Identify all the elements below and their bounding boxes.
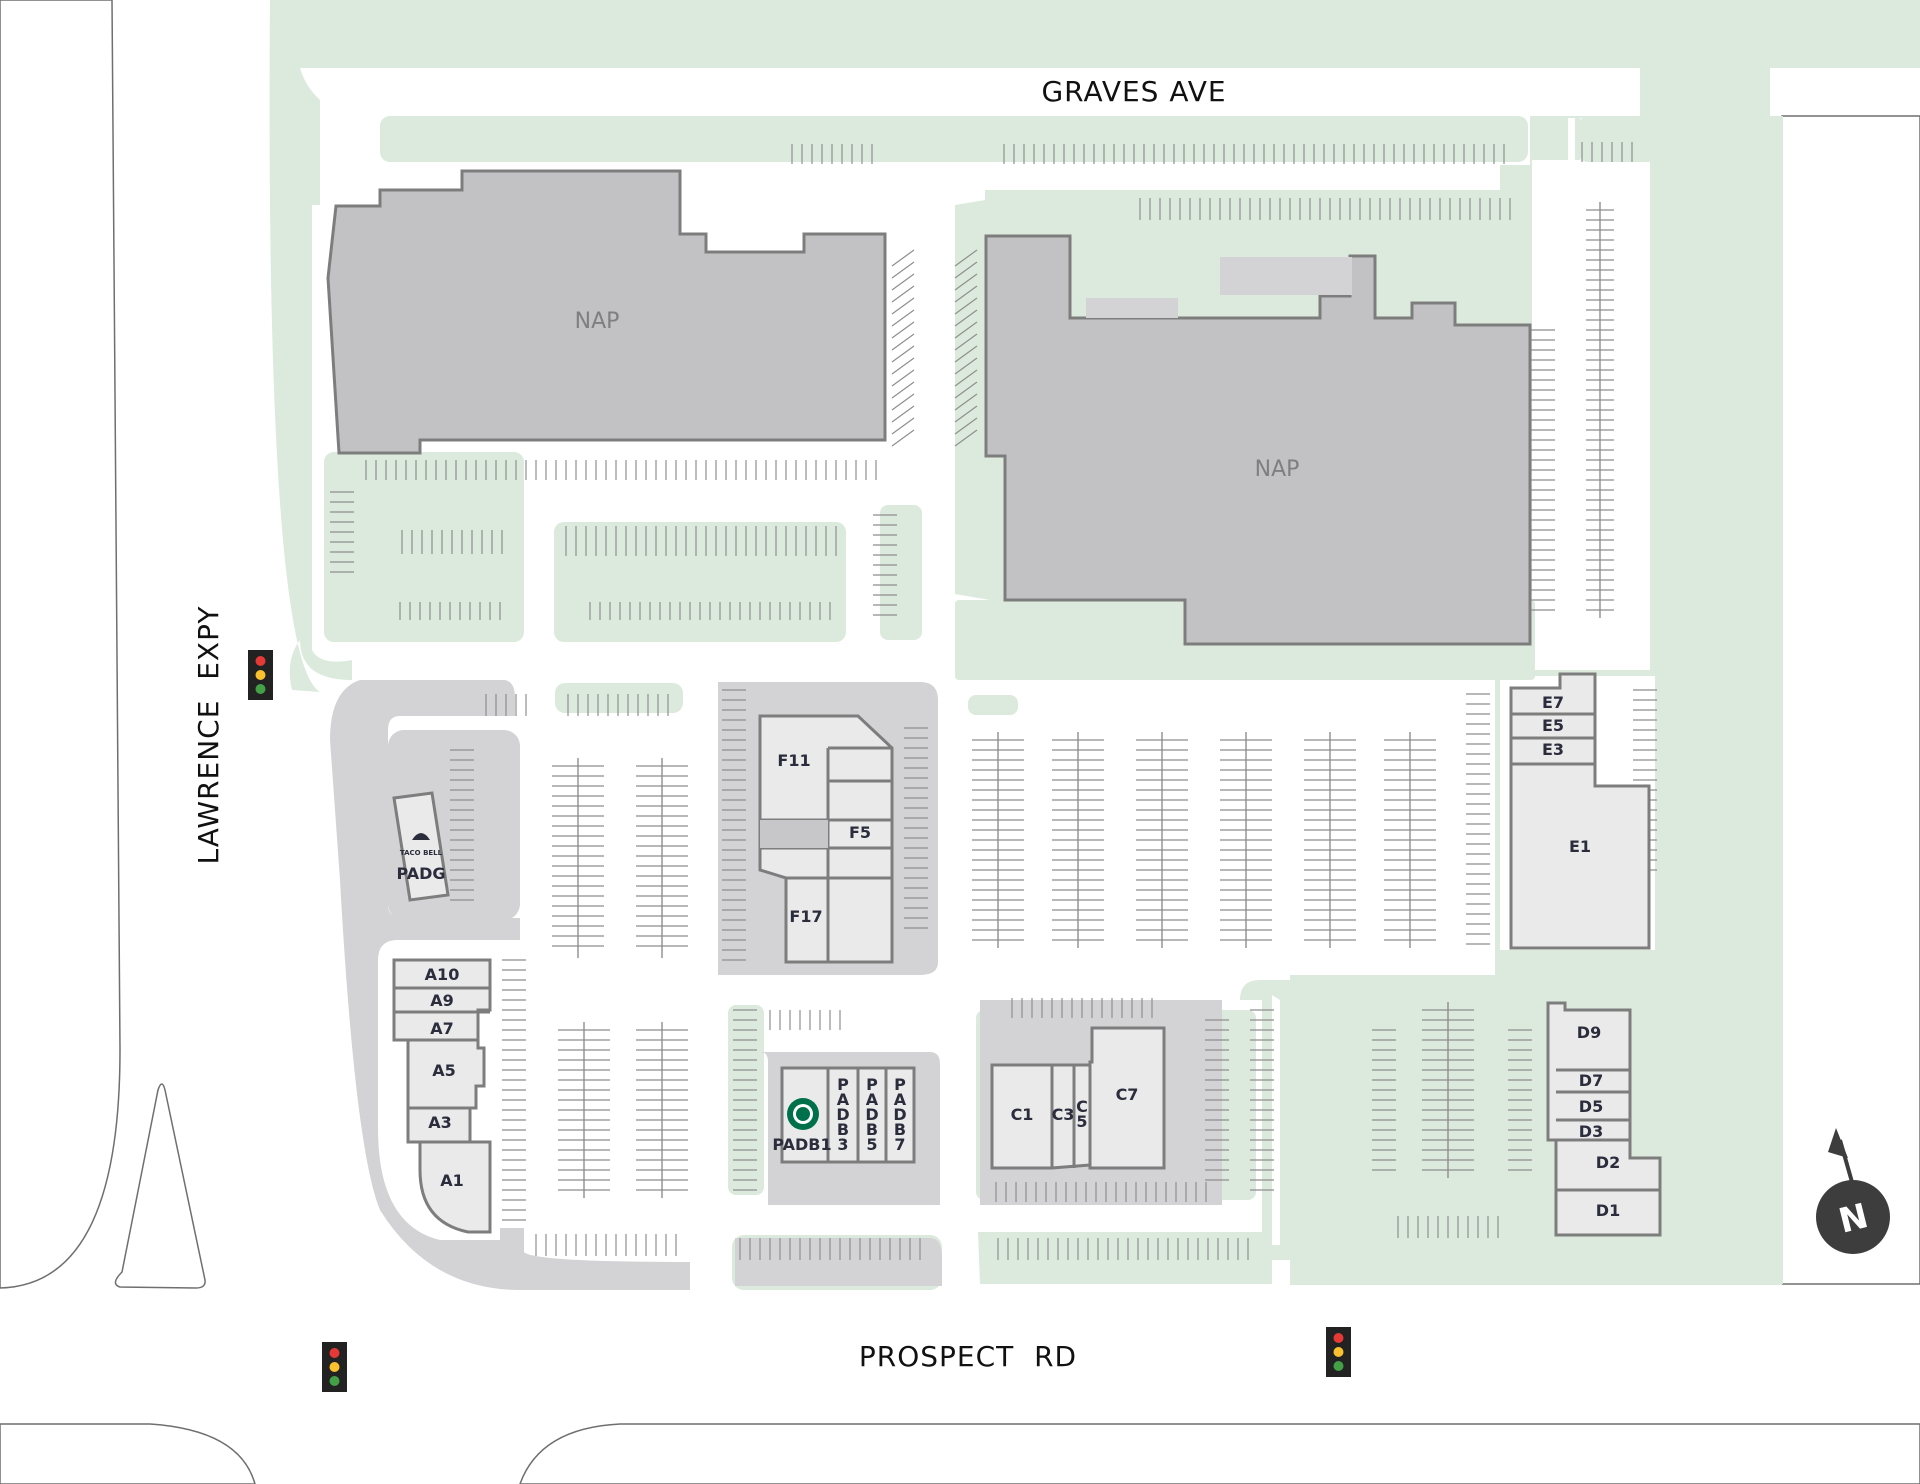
- unit-d1: D1: [1596, 1201, 1620, 1220]
- unit-c3: C3: [1052, 1105, 1075, 1124]
- building-d: D9 D7 D5 D3 D2 D1: [1546, 1001, 1662, 1237]
- unit-padg: PADG: [396, 864, 445, 883]
- unit-c1: C1: [1011, 1105, 1034, 1124]
- pad-g: TACO BELL PADG: [392, 791, 450, 902]
- building-f: F11 F5 F17: [758, 714, 894, 964]
- street-lawrence-expy: LAWRENCE EXPY: [192, 606, 225, 865]
- traffic-light-icon: [1326, 1327, 1351, 1377]
- parking-stalls: [330, 142, 1657, 1260]
- street-graves-ave: GRAVES AVE: [1041, 75, 1226, 108]
- unit-a3: A3: [428, 1113, 452, 1132]
- unit-a5: A5: [432, 1061, 456, 1080]
- unit-a10: A10: [425, 965, 460, 984]
- unit-c7: C7: [1116, 1085, 1139, 1104]
- unit-e7: E7: [1542, 693, 1564, 712]
- building-a: A10 A9 A7 A5 A3 A1: [392, 958, 492, 1234]
- unit-f5: F5: [849, 823, 871, 842]
- unit-a1: A1: [440, 1171, 464, 1190]
- loading-area: [1086, 298, 1178, 318]
- building-e: E7 E5 E3 E1: [1509, 672, 1651, 950]
- anchor-building-right: [984, 234, 1532, 646]
- traffic-light-icon: [322, 1342, 347, 1392]
- anchor-building-left: [326, 169, 887, 455]
- taco-bell-logo-icon: TACO BELL: [400, 833, 443, 857]
- starbucks-logo-icon: [787, 1098, 819, 1130]
- street-prospect-rd: PROSPECT RD: [859, 1340, 1077, 1373]
- unit-d2: D2: [1596, 1153, 1620, 1172]
- unit-a9: A9: [430, 991, 454, 1010]
- unit-d5: D5: [1579, 1097, 1603, 1116]
- unit-padb1: PADB1: [772, 1135, 831, 1154]
- unit-e3: E3: [1542, 740, 1564, 759]
- unit-a7: A7: [430, 1019, 454, 1038]
- unit-f11: F11: [777, 751, 810, 770]
- taco-bell-wordmark: TACO BELL: [400, 849, 443, 857]
- unit-e5: E5: [1542, 716, 1564, 735]
- traffic-light-icon: [248, 650, 273, 700]
- unit-d9: D9: [1577, 1023, 1601, 1042]
- unit-d7: D7: [1579, 1071, 1603, 1090]
- unit-d3: D3: [1579, 1122, 1603, 1141]
- unit-e1: E1: [1569, 837, 1591, 856]
- anchor-label-right: NAP: [1255, 457, 1300, 482]
- unit-f17: F17: [789, 907, 822, 926]
- north-arrow-icon: N: [1816, 1128, 1890, 1254]
- loading-area: [1220, 257, 1352, 295]
- anchor-label-left: NAP: [575, 309, 620, 334]
